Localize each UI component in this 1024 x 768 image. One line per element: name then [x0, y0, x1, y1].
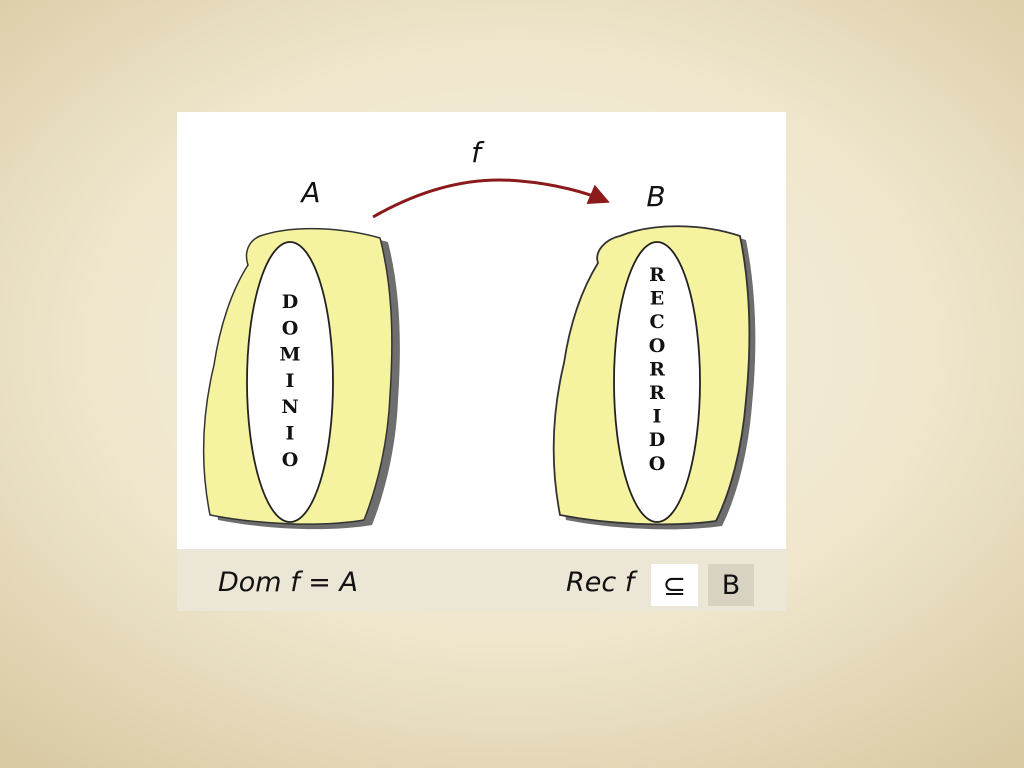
- codomain-letter: E: [650, 288, 664, 310]
- codomain-letter: R: [649, 358, 665, 380]
- domain-letter: N: [281, 396, 298, 418]
- codomain-letter: C: [649, 311, 664, 333]
- codomain-ellipse: [613, 241, 701, 523]
- codomain-letter: O: [649, 335, 666, 357]
- domain-letter: O: [282, 449, 299, 471]
- domain-letter: M: [279, 344, 300, 366]
- domain-letter: O: [282, 317, 299, 339]
- function-arrow: [372, 178, 610, 219]
- codomain-set-label: B: [646, 180, 665, 213]
- range-formula-set: B: [708, 564, 754, 606]
- function-label: f: [471, 136, 485, 169]
- domain-letter: D: [282, 291, 298, 313]
- domain-set-label: A: [299, 176, 320, 209]
- codomain-letter: R: [649, 382, 665, 404]
- domain-ellipse: [246, 241, 334, 523]
- subset-symbol: ⊆: [651, 564, 698, 606]
- domain-letter: I: [286, 423, 295, 445]
- domain-letter: I: [286, 370, 295, 392]
- codomain-letter: D: [649, 429, 665, 451]
- codomain-letter: R: [649, 264, 665, 286]
- range-formula-prefix: Rec f: [566, 567, 635, 598]
- domain-formula: Dom f = A: [218, 567, 358, 598]
- codomain-letter: O: [649, 453, 666, 475]
- codomain-letter: I: [653, 406, 662, 428]
